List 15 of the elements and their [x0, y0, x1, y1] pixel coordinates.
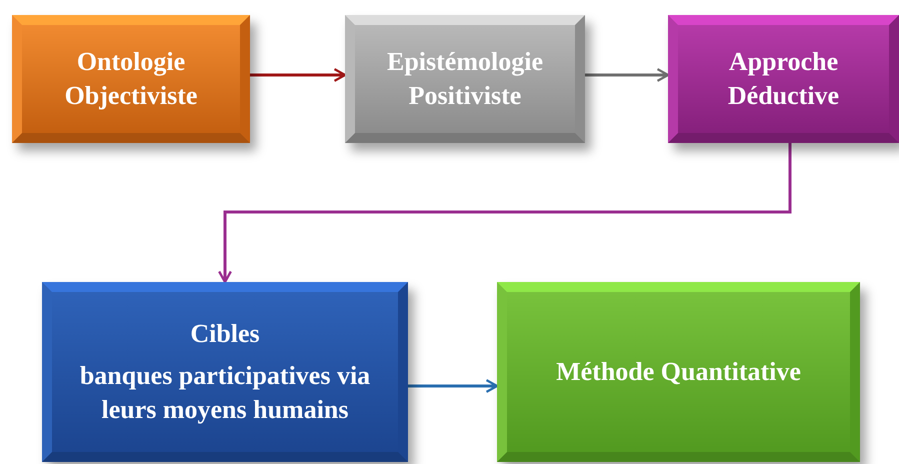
process-box [497, 282, 860, 462]
arrow [250, 68, 346, 82]
process-box [668, 15, 899, 143]
arrow [408, 379, 498, 393]
box-text: Méthode Quantitative [556, 356, 801, 388]
arrow [585, 68, 670, 82]
box-heading: Cibles [190, 318, 260, 350]
process-box [42, 282, 408, 462]
box-text: Approche Déductive [726, 46, 840, 112]
box-text: Epistémologie Positiviste [386, 46, 544, 112]
box-text: banques participatives via leurs moyens humains [78, 360, 372, 426]
arrow [218, 143, 792, 284]
box-text: Ontologie Objectiviste [64, 46, 198, 112]
process-box [345, 15, 585, 143]
process-box [12, 15, 250, 143]
